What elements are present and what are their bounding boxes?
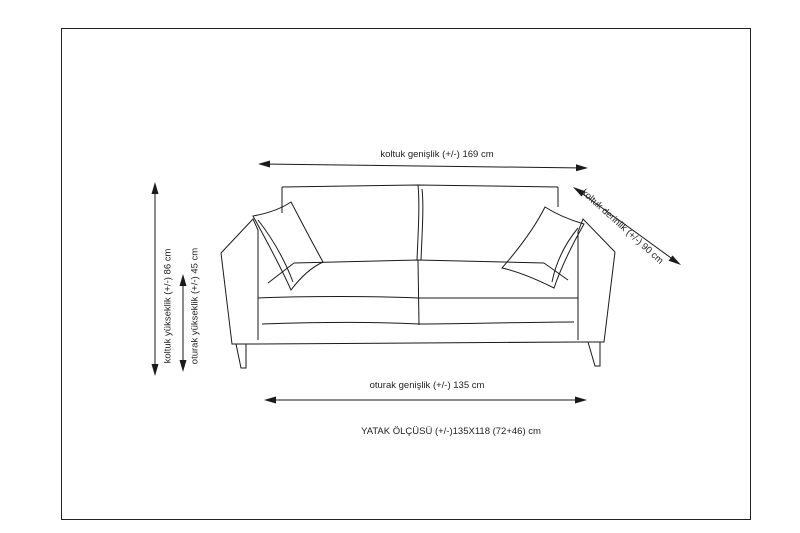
width-dimension-arrow [258, 160, 588, 172]
width-label: koltuk genişlik (+/-) 169 cm [380, 149, 494, 160]
seat-width-dimension-arrow [264, 396, 587, 404]
bed-size-label: YATAK ÖLÇÜSÜ (+/-)135X118 (72+46) cm [361, 426, 541, 437]
drawing-frame [61, 28, 751, 520]
height-label: koltuk yükseklik (+/-) 86 cm [162, 248, 174, 364]
seat-height-label: oturak yükseklik (+/-) 45 cm [189, 247, 201, 365]
height-dimension-arrow [151, 182, 159, 376]
depth-dimension-arrow [573, 187, 681, 265]
seat-width-label: oturak genişlik (+/-) 135 cm [369, 380, 485, 391]
sofa-outline [220, 184, 616, 369]
seat-height-dimension-arrow [179, 274, 187, 372]
